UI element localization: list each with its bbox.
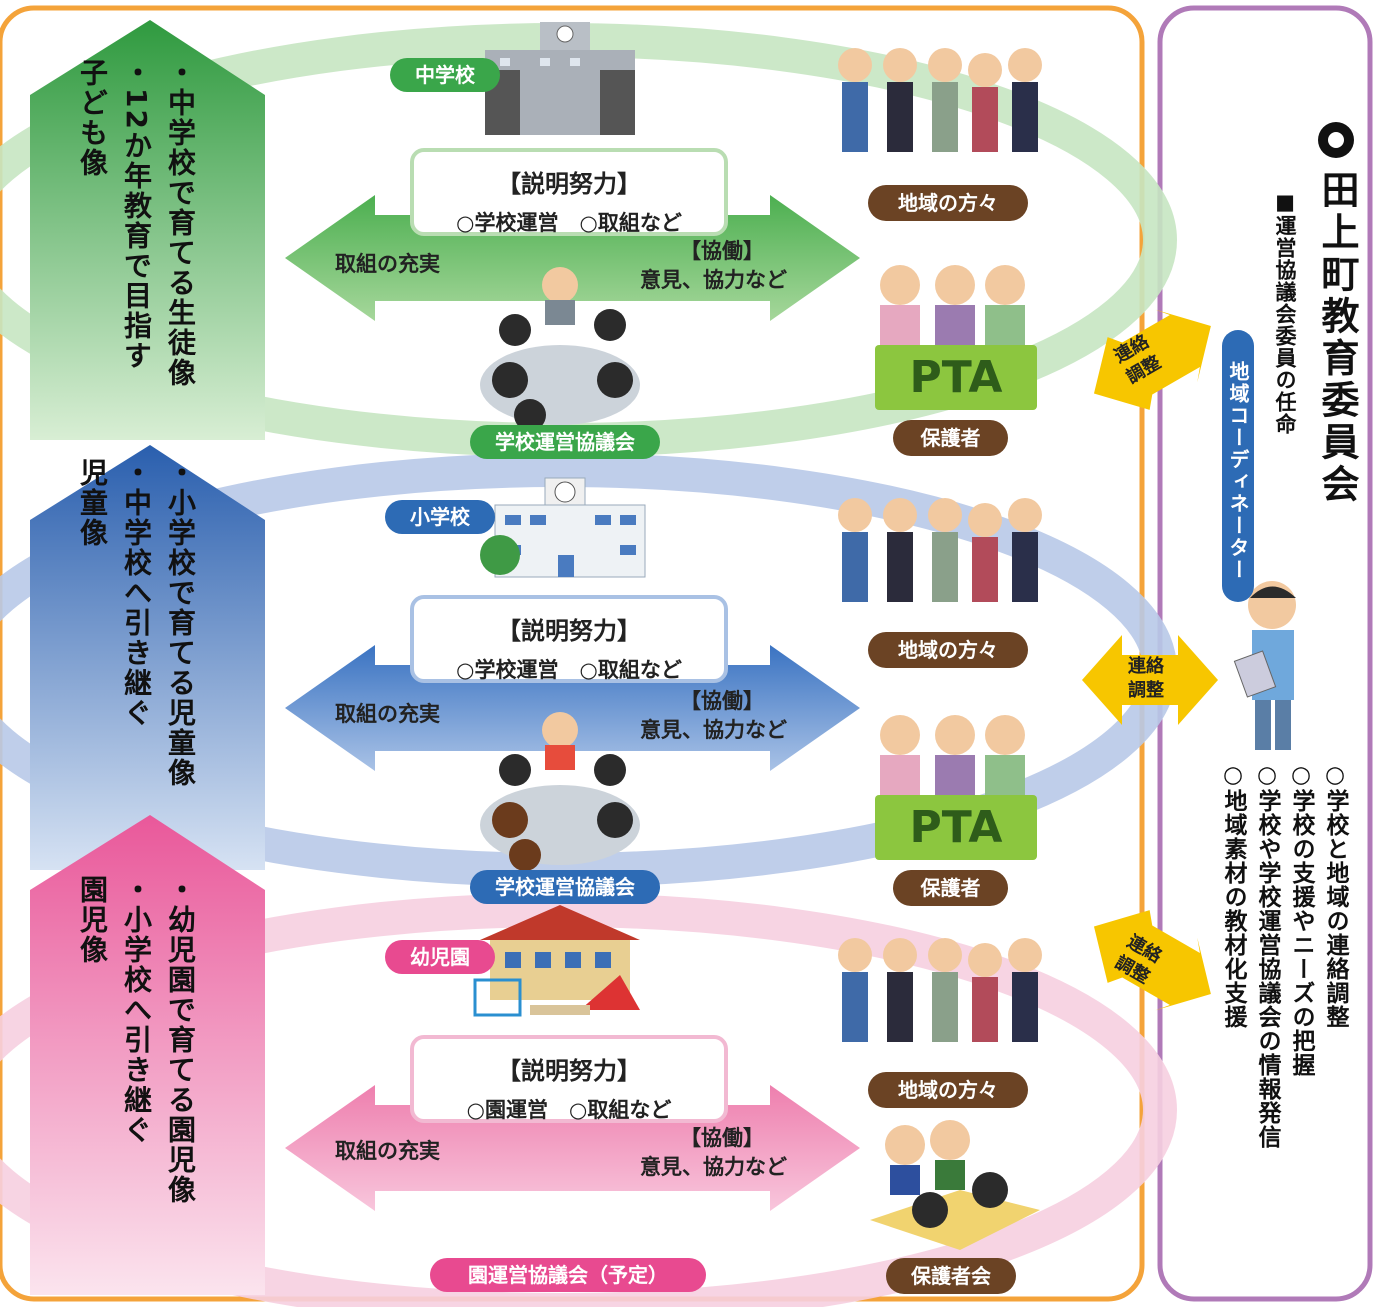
liaison-text: 調整 [1128,680,1164,701]
box-subtitle: ○園運営 ○取組など [466,1098,672,1122]
pta-sign-2: PTA [909,802,1003,853]
elementary-goals: ・小学校で育てる児童像 ・中学校へ引き継ぐ 児童像 [70,458,202,858]
goal-line: 園児像 [76,875,109,965]
kindergarten-goals: ・幼児園で育てる園児像 ・小学校へ引き継ぐ 園児像 [70,875,202,1275]
goal-line: ・小学校で育てる児童像 [164,458,197,788]
coordinator-person [1233,581,1296,750]
community-people-3 [838,938,1042,1042]
guardian-label-2: 保護者 [893,870,1008,906]
goal-line: 児童像 [76,458,109,548]
guardian-meeting-illustration [870,1120,1040,1250]
goal-line: ・中学校で育てる生徒像 [164,58,197,388]
community-label-1: 地域の方々 [868,185,1028,221]
board-logo [1318,122,1354,158]
community-label-3: 地域の方々 [868,1072,1028,1108]
right-title: 【協働】 [680,1126,764,1150]
community-people-1 [838,48,1042,152]
right-title: 【協働】 [680,239,764,263]
duty-item: ○学校の支援やニーズの把握 [1288,762,1314,1077]
elementary-school-building [480,477,646,578]
green-up-arrow [30,20,265,440]
appointment-text: ■運営協議会委員の任命 [1273,190,1297,435]
pink-up-arrow [30,815,265,1295]
meeting-illustration-1 [480,267,640,431]
pta-parents-1 [875,265,1037,410]
liaison-label-2: 連絡 調整 [1128,655,1164,703]
box-subtitle: ○学校運営 ○取組など [456,658,682,682]
board-title: 田上町教育委員会 [1315,170,1359,506]
guardian-label-1: 保護者 [893,420,1008,456]
duty-item: ○学校や学校運営協議会の情報発信 [1254,762,1280,1149]
left-label: 取組の充実 [335,1139,440,1163]
goal-line: ・中学校へ引き継ぐ [120,458,153,728]
goal-line: ・小学校へ引き継ぐ [120,875,153,1145]
right-subtitle: 意見、協力など [640,718,787,742]
blue-up-arrow [30,445,265,870]
left-label: 取組の充実 [335,252,440,276]
goal-line: ・12か年教育で目指す [120,58,153,371]
junior-high-school-building [485,22,635,135]
right-subtitle: 意見、協力など [640,268,787,292]
liaison-text: 連絡 [1128,656,1164,677]
coordinator-label: 地域コーディネーター [1222,330,1254,602]
right-title: 【協働】 [680,689,764,713]
community-people-2 [838,498,1042,602]
middle-school-goals: ・中学校で育てる生徒像 ・12か年教育で目指す 子ども像 [70,58,202,438]
explanation-box-3: 【説明努力】 ○園運営 ○取組など [410,1035,728,1123]
meeting-illustration-2 [480,712,640,871]
guardian-label-3: 保護者会 [886,1258,1016,1294]
council-label-3: 園運営協議会（予定） [430,1258,706,1292]
liaison-arrow-3 [1093,910,1211,1011]
left-label: 取組の充実 [335,702,440,726]
box-subtitle: ○学校運営 ○取組など [456,211,682,235]
duty-item: ○学校と地域の連絡調整 [1322,762,1348,1029]
box-title: 【説明努力】 [497,617,641,645]
explanation-box-2: 【説明努力】 ○学校運営 ○取組など [410,595,728,683]
school-label-middle: 中学校 [390,58,500,92]
box-title: 【説明努力】 [497,170,641,198]
council-label-2: 学校運営協議会 [470,870,660,904]
community-label-2: 地域の方々 [868,632,1028,668]
pta-parents-2 [875,715,1037,860]
kindergarten-building [473,905,640,1017]
liaison-arrow-2 [1082,635,1218,725]
council-label-1: 学校運営協議会 [470,425,660,459]
box-title: 【説明努力】 [497,1057,641,1085]
goal-line: ・幼児園で育てる園児像 [164,875,197,1205]
coordinator-duties: ○学校と地域の連絡調整 ○学校の支援やニーズの把握 ○学校や学校運営協議会の情報… [1216,762,1352,1282]
explanation-box-1: 【説明努力】 ○学校運営 ○取組など [410,148,728,236]
school-label-kindergarten: 幼児園 [385,940,495,974]
liaison-arrow-1 [1093,309,1211,410]
pta-sign-1: PTA [909,352,1003,403]
school-label-elementary: 小学校 [385,500,495,534]
goal-line: 子ども像 [76,58,109,178]
right-subtitle: 意見、協力など [640,1155,787,1179]
duty-item: ○地域素材の教材化支援 [1220,762,1246,1029]
